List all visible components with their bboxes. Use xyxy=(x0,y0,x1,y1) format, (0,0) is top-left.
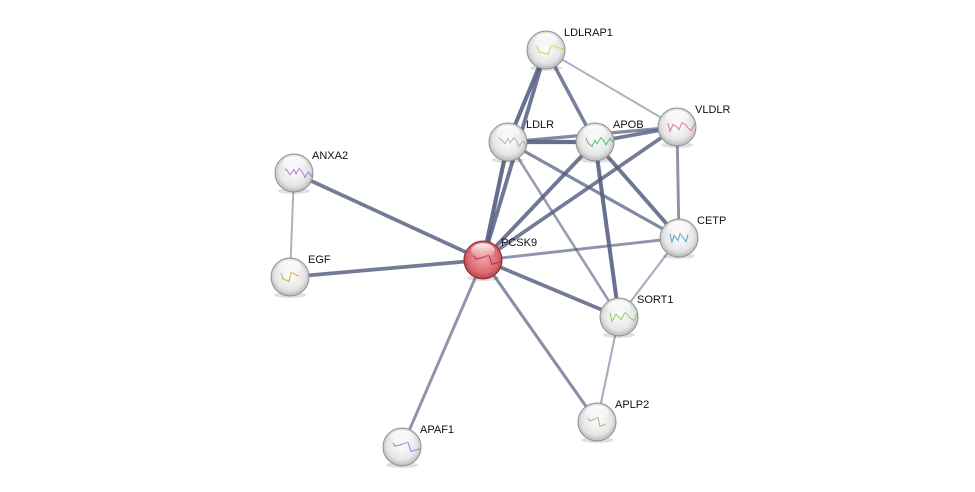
node-cetp[interactable]: CETP xyxy=(659,215,726,259)
node-sort1[interactable]: SORT1 xyxy=(599,294,673,338)
edge-pcsk9-aplp2[interactable] xyxy=(481,258,599,424)
node-label: SORT1 xyxy=(637,294,673,306)
node-aplp2[interactable]: APLP2 xyxy=(577,399,649,443)
edge-vldlr-pcsk9[interactable] xyxy=(481,125,679,262)
node-label: VLDLR xyxy=(695,104,731,116)
edge-ldlrap1-vldlr[interactable] xyxy=(545,49,678,128)
protein-structure-icon xyxy=(585,136,614,148)
node-label: APLP2 xyxy=(615,399,649,411)
node-label: CETP xyxy=(697,215,726,227)
node-label: LDLR xyxy=(526,119,554,131)
node-apob[interactable]: APOB xyxy=(575,119,644,163)
node-highlight xyxy=(667,221,691,236)
edge-apob-sort1[interactable] xyxy=(592,139,622,320)
node-label: APOB xyxy=(613,119,644,131)
node-label: APAF1 xyxy=(420,424,454,436)
edge-ldlr-cetp[interactable] xyxy=(506,140,681,240)
node-highlight xyxy=(496,125,520,140)
node-pcsk9[interactable]: PCSK9 xyxy=(463,237,537,281)
node-label: PCSK9 xyxy=(501,237,537,249)
protein-structure-icon xyxy=(280,271,300,283)
protein-structure-icon xyxy=(284,167,313,179)
node-highlight xyxy=(583,125,607,140)
edge-ldlr-sort1[interactable] xyxy=(506,140,621,319)
node-highlight xyxy=(278,260,302,275)
node-highlight xyxy=(665,110,689,125)
node-vldlr[interactable]: VLDLR xyxy=(657,104,731,148)
protein-structure-icon xyxy=(609,311,638,324)
edge-egf-pcsk9[interactable] xyxy=(288,258,485,279)
edge-pcsk9-sort1[interactable] xyxy=(481,258,621,319)
edge-anxa2-pcsk9[interactable] xyxy=(292,171,485,262)
edge-apob-cetp[interactable] xyxy=(593,140,681,240)
node-label: LDLRAP1 xyxy=(564,27,613,39)
node-anxa2[interactable]: ANXA2 xyxy=(274,150,348,194)
node-highlight xyxy=(282,156,306,171)
node-highlight xyxy=(534,33,558,48)
protein-structure-icon xyxy=(667,121,696,134)
edge-apob-pcsk9[interactable] xyxy=(481,140,597,262)
protein-structure-icon xyxy=(536,44,565,56)
protein-structure-icon xyxy=(669,232,689,243)
node-ldlrap1[interactable]: LDLRAP1 xyxy=(526,27,613,71)
node-label: EGF xyxy=(308,254,331,266)
protein-structure-icon xyxy=(498,136,527,148)
node-highlight xyxy=(471,243,495,258)
node-highlight xyxy=(585,405,609,420)
node-highlight xyxy=(390,430,414,445)
edge-pcsk9-apaf1[interactable] xyxy=(400,258,485,449)
node-label: ANXA2 xyxy=(312,150,348,162)
edge-ldlr-pcsk9[interactable] xyxy=(480,139,511,263)
node-apaf1[interactable]: APAF1 xyxy=(382,424,454,468)
edge-pcsk9-cetp[interactable] xyxy=(481,236,681,262)
node-egf[interactable]: EGF xyxy=(270,254,331,298)
node-ldlr[interactable]: LDLR xyxy=(488,119,554,163)
node-highlight xyxy=(607,300,631,315)
